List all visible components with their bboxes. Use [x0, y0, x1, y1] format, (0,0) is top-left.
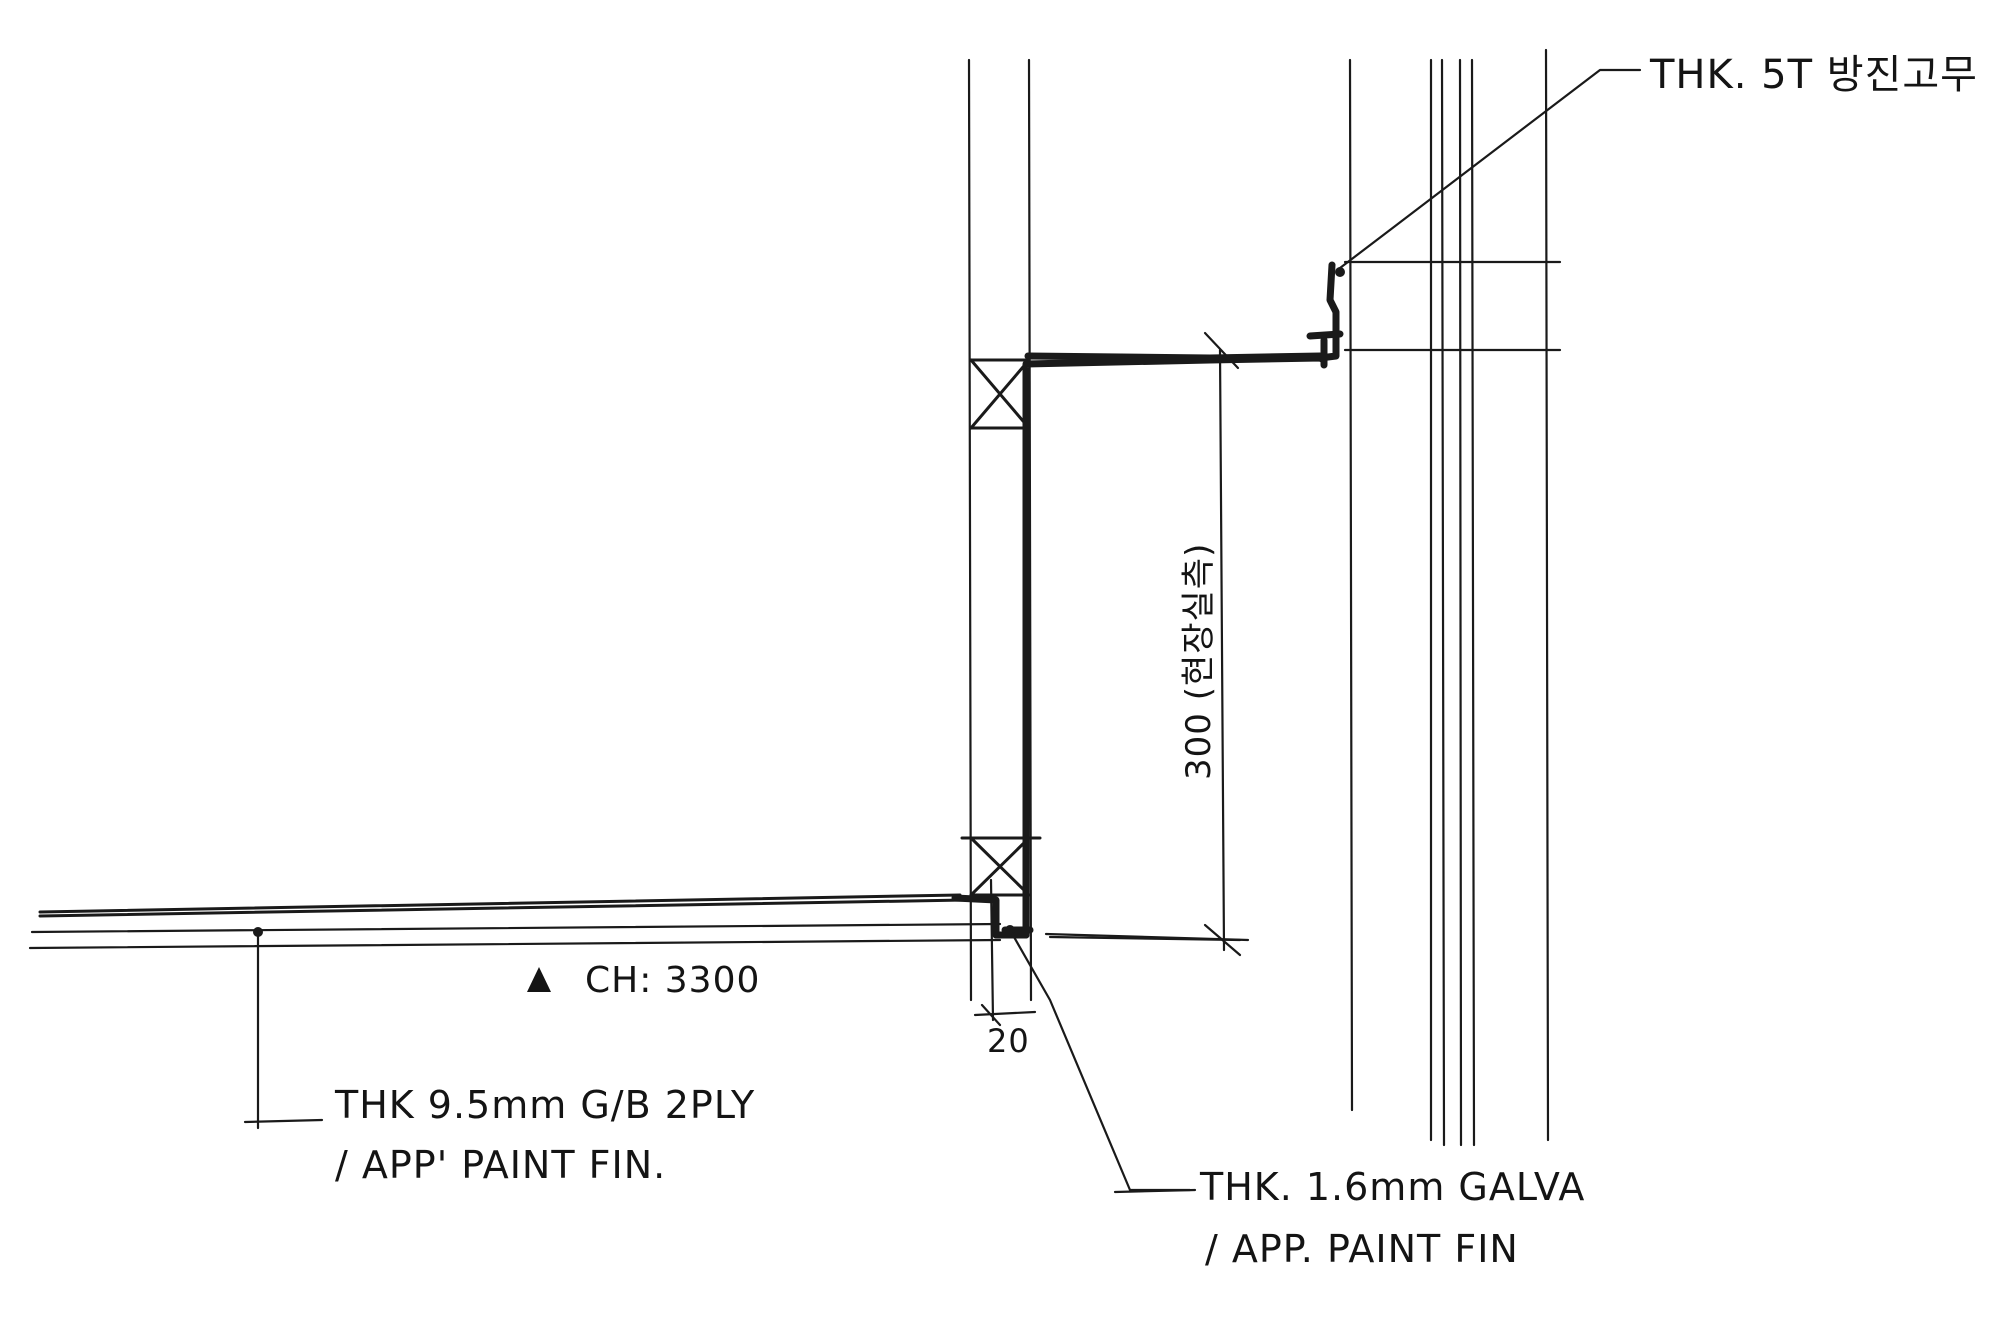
rubber-pad-note: THK. 5T 방진고무	[1649, 52, 1978, 98]
right-column-line-4	[1458, 58, 1463, 1147]
left-column	[967, 58, 1033, 1022]
wood-blocking-lower	[960, 836, 1042, 897]
gypsum-board-note-line1: THK 9.5mm G/B 2PLY	[334, 1083, 755, 1127]
column-line-outer	[967, 58, 973, 1002]
galva-steel-plate	[951, 261, 1344, 939]
right-column-line-6	[1544, 48, 1550, 1142]
galva-plate-note-line1: THK. 1.6mm GALVA	[1199, 1165, 1585, 1209]
gap-dimension: 20	[973, 1003, 1037, 1060]
wood-blocking-upper	[969, 358, 1031, 430]
ceiling-gypsum-board	[28, 893, 1250, 950]
ceiling-height-marker: CH: 3300	[527, 960, 760, 1001]
gypsum-board-note-line2: / APP' PAINT FIN.	[335, 1143, 666, 1187]
right-column-line-3	[1440, 58, 1446, 1147]
ceiling-height-label: CH: 3300	[585, 960, 760, 1001]
elevation-triangle-icon	[527, 967, 551, 992]
height-dimension: 300 (현장실측)	[1048, 331, 1242, 957]
right-column	[1343, 48, 1562, 1147]
height-dimension-line	[1218, 348, 1226, 952]
gypsum-board-leader	[243, 927, 324, 1130]
column-line-inner	[1027, 58, 1033, 1002]
gap-dimension-label: 20	[987, 1022, 1030, 1060]
rubber-pad-leader	[1335, 68, 1642, 277]
column-line-gap	[989, 878, 995, 1022]
right-column-line-1	[1348, 58, 1354, 1112]
height-dimension-label: 300 (현장실측)	[1179, 543, 1219, 780]
galva-plate-leader	[1005, 925, 1197, 1194]
galva-plate-note-line2: / APP. PAINT FIN	[1205, 1227, 1519, 1271]
right-column-line-5	[1470, 58, 1476, 1147]
